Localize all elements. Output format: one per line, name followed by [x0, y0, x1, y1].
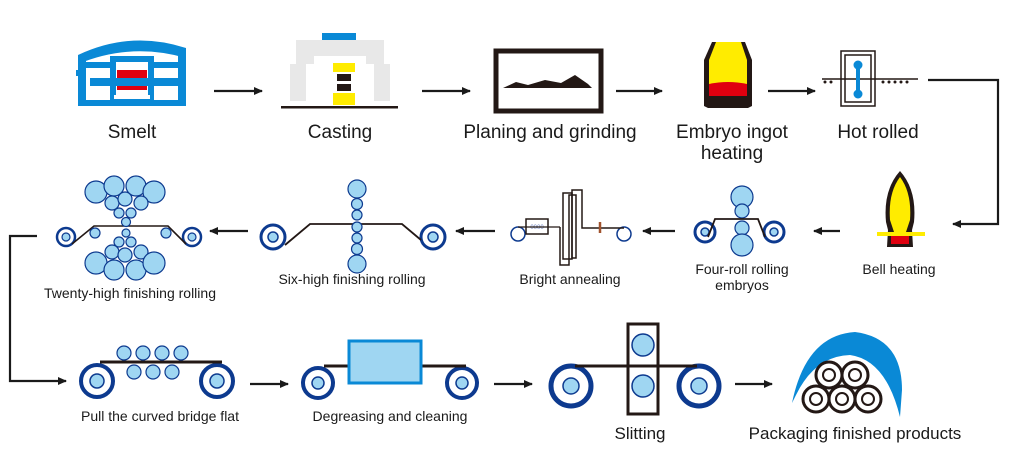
- heating-crucible-icon: [704, 42, 752, 108]
- furnace-icon: [76, 40, 186, 106]
- step-label-four-roll-line2: embryos: [715, 276, 769, 293]
- connector-hotrolled-to-bell: [928, 78, 1000, 228]
- step-label-casting: Casting: [307, 122, 373, 143]
- step-label-twenty-high: Twenty-high finishing rolling: [44, 285, 216, 301]
- step-label-bell-heating: Bell heating: [862, 261, 936, 277]
- six-high-mill-icon: [259, 179, 447, 274]
- svg-text:0000: 0000: [530, 225, 544, 231]
- hot-rolling-mill-icon: [822, 50, 918, 107]
- twenty-high-mill-icon: [55, 175, 203, 281]
- step-label-hot-rolled: Hot rolled: [837, 122, 919, 143]
- connector-twentyhigh-to-pullflat: [8, 234, 67, 385]
- annealing-line-icon: 0000: [510, 189, 632, 266]
- step-label-planing: Planing and grinding: [463, 122, 637, 143]
- coil-package-icon: [792, 332, 902, 417]
- step-label-six-high: Six-high finishing rolling: [278, 271, 426, 287]
- step-label-ingot-heating: Embryo ingot heating: [662, 122, 802, 165]
- step-label-slitting: Slitting: [614, 424, 666, 443]
- step-label-four-roll: Four-roll rolling embryos: [680, 261, 804, 293]
- step-label-four-roll-line1: Four-roll rolling: [695, 261, 789, 277]
- step-label-ingot-heating-line2: heating: [700, 143, 764, 165]
- slitter-icon: [548, 322, 722, 416]
- step-label-ingot-heating-line1: Embryo ingot: [676, 122, 788, 143]
- bell-furnace-icon: [877, 171, 925, 247]
- step-label-smelt: Smelt: [107, 122, 157, 143]
- step-label-pull-flat: Pull the curved bridge flat: [81, 408, 239, 424]
- cleaning-tank-icon: [301, 339, 479, 400]
- grinding-surface-icon: [493, 48, 604, 114]
- step-label-degreasing: Degreasing and cleaning: [312, 408, 468, 424]
- four-roll-mill-icon: [693, 185, 786, 257]
- leveler-icon: [79, 345, 235, 399]
- casting-machine-icon: [281, 33, 398, 109]
- step-label-annealing: Bright annealing: [519, 271, 621, 287]
- step-label-packaging: Packaging finished products: [748, 424, 962, 443]
